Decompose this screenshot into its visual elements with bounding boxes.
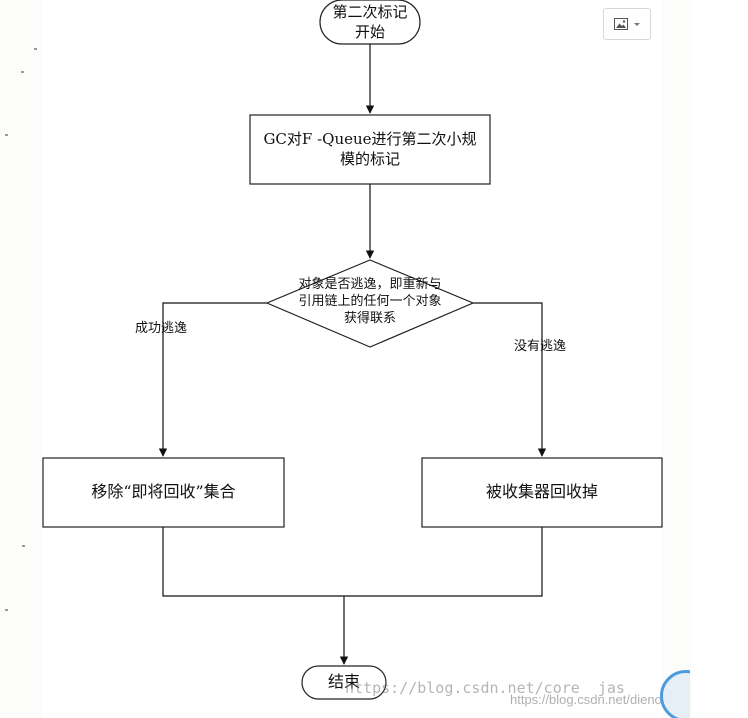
scan-speck	[34, 48, 37, 50]
scan-margin-left	[0, 0, 42, 718]
decision-label-line2: 引用链上的任何一个对象	[298, 294, 442, 309]
end-terminal	[301, 665, 387, 700]
insert-image-button[interactable]	[603, 8, 651, 40]
step1-label: GC对F -Queue进行第二次小规 模的标记	[250, 129, 490, 169]
edge-label-escaped: 成功逃逸	[135, 321, 188, 336]
watermark-code: https://blog.csdn.net/core jas	[345, 679, 625, 697]
scan-speck	[5, 134, 8, 136]
scan-speck	[22, 545, 25, 547]
watermark-url: https://blog.csdn.net/dieno9006	[510, 692, 691, 707]
decision-label-line1: 对象是否逃逸，即重新与	[298, 277, 442, 292]
scan-speck	[5, 609, 8, 611]
end-terminal-label: 结束	[327, 672, 360, 691]
scan-margin-right	[662, 0, 692, 718]
edge-label-not-escaped: 没有逃逸	[514, 339, 567, 354]
merge-connector	[162, 527, 543, 597]
image-icon	[614, 18, 628, 30]
arrow-decision-to-left	[158, 302, 267, 457]
process-box-step1	[249, 114, 491, 185]
scan-speck	[21, 71, 24, 73]
step1-label-line1: GC对F -Queue进行第二次小规	[263, 130, 477, 148]
step1-label-line2: 模的标记	[339, 150, 400, 168]
corner-badge[interactable]	[660, 670, 690, 718]
process-box-left	[42, 457, 285, 528]
left-box-label: 移除“即将回收”集合	[91, 482, 236, 501]
process-box-right	[421, 457, 663, 528]
start-label-line1: 第二次标记	[332, 3, 408, 21]
decision-label: 对象是否逃逸，即重新与 引用链上的任何一个对象 获得联系	[280, 276, 460, 327]
right-box-label: 被收集器回收掉	[485, 482, 598, 501]
corner-badge-ring	[660, 670, 690, 718]
decision-label-line3: 获得联系	[343, 311, 396, 326]
start-label-line2: 开始	[354, 23, 385, 41]
arrow-decision-to-right	[473, 302, 547, 457]
chevron-down-icon	[634, 22, 640, 26]
decision-diamond	[265, 259, 475, 348]
start-terminal-label: 第二次标记 开始	[320, 2, 420, 42]
